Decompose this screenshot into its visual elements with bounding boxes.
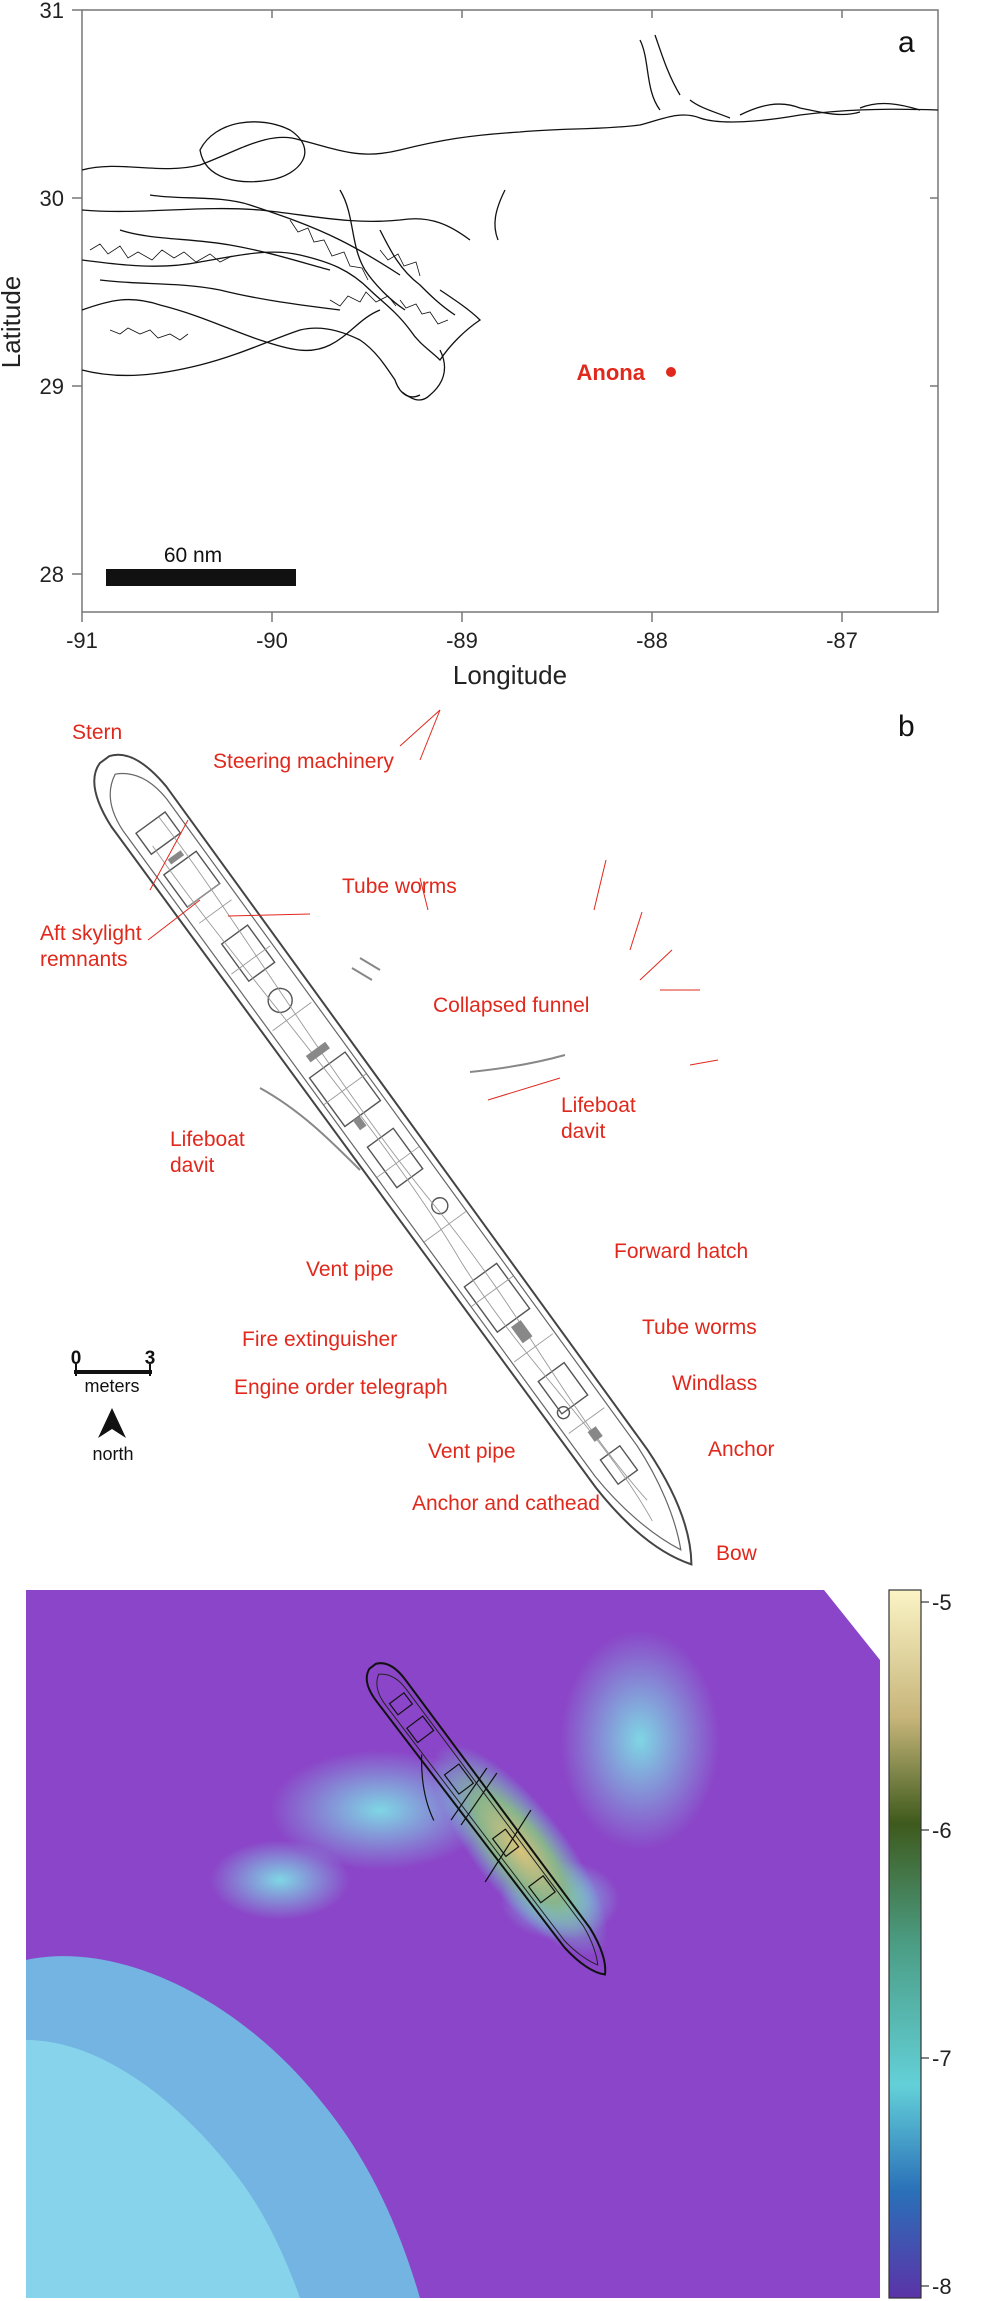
north-label: north [92, 1444, 133, 1464]
map-frame [81, 9, 939, 613]
north-arrow-icon [98, 1408, 126, 1438]
y-tick-3: 28 [40, 562, 64, 587]
colorbar-tick-0: -5 [932, 1590, 952, 1615]
x-tick-1: -90 [256, 628, 288, 653]
map-tick-marks [72, 9, 938, 622]
scale-zero: 0 [71, 1348, 82, 1369]
scale-three: 3 [145, 1348, 156, 1369]
b-steering-machinery: Steering machinery [213, 750, 394, 773]
wreck-mound [432, 1743, 608, 1957]
b-lifeboat-davit-right-2: davit [561, 1120, 606, 1143]
b-aft-skylight-1: Aft skylight [40, 922, 142, 945]
shallow-gradient-lower-left-inner [26, 2040, 300, 2298]
b-collapsed-funnel: Collapsed funnel [433, 994, 589, 1017]
y-axis-title: Latitude [0, 276, 26, 369]
coastline-marsh [89, 219, 449, 341]
debris-field-3 [210, 1840, 350, 1920]
scale-bar-label: 60 nm [164, 544, 222, 567]
x-tick-2: -89 [446, 628, 478, 653]
b-engine-order-telegraph: Engine order telegraph [234, 1376, 448, 1399]
colorbar-tick-1: -6 [932, 1818, 952, 1843]
b-forward-hatch: Forward hatch [614, 1240, 748, 1263]
colorbar-tick-3: -8 [932, 2274, 952, 2299]
coastline [81, 34, 939, 401]
b-tube-worms-1: Tube worms [342, 875, 457, 898]
scale-unit: meters [84, 1376, 139, 1396]
panel-b-site-plan: b [71, 709, 915, 1566]
colorbar [888, 1589, 922, 2299]
y-tick-2: 29 [40, 374, 64, 399]
site-marker-anona [666, 367, 676, 377]
x-tick-4: -87 [826, 628, 858, 653]
debris-field-2 [560, 1630, 720, 1850]
b-vent-pipe-1: Vent pipe [306, 1258, 394, 1281]
davit-lines [259, 957, 566, 1171]
b-bow: Bow [716, 1542, 758, 1565]
panel-letter-b: b [898, 710, 915, 743]
b-lifeboat-davit-left-1: Lifeboat [170, 1128, 245, 1151]
b-stern: Stern [72, 721, 122, 744]
scale-bar [106, 569, 296, 586]
b-aft-skylight-2: remnants [40, 948, 128, 971]
b-anchor-and-cathead: Anchor and cathead [412, 1492, 600, 1515]
b-lifeboat-davit-left-2: davit [170, 1154, 215, 1177]
site-label-anona: Anona [577, 360, 646, 385]
colorbar-ticks [921, 1601, 929, 2287]
metric-scale [74, 1364, 152, 1376]
x-tick-3: -88 [636, 628, 668, 653]
b-vent-pipe-2: Vent pipe [428, 1440, 516, 1463]
panel-letter-a: a [898, 26, 915, 59]
panel-b-labels: Stern Steering machinery Tube worms Aft … [40, 721, 775, 1565]
x-axis-title: Longitude [453, 660, 567, 690]
b-windlass: Windlass [672, 1372, 757, 1395]
leader-lines [147, 709, 719, 1101]
wreck-outline [365, 1662, 607, 1976]
panel-a-map: Anona 60 nm -91 -90 -89 -88 -87 31 30 29… [0, 0, 939, 690]
colorbar-tick-2: -7 [932, 2046, 952, 2071]
ship-hull-drawing [93, 753, 693, 1566]
b-lifeboat-davit-right-1: Lifeboat [561, 1094, 636, 1117]
b-anchor: Anchor [708, 1438, 775, 1461]
panel-c-bathymetry: c -5 -6 -7 -8 [26, 1588, 952, 2299]
y-tick-1: 30 [40, 186, 64, 211]
x-tick-0: -91 [66, 628, 98, 653]
b-fire-extinguisher: Fire extinguisher [242, 1328, 397, 1351]
y-tick-0: 31 [40, 0, 64, 23]
b-tube-worms-2: Tube worms [642, 1316, 757, 1339]
